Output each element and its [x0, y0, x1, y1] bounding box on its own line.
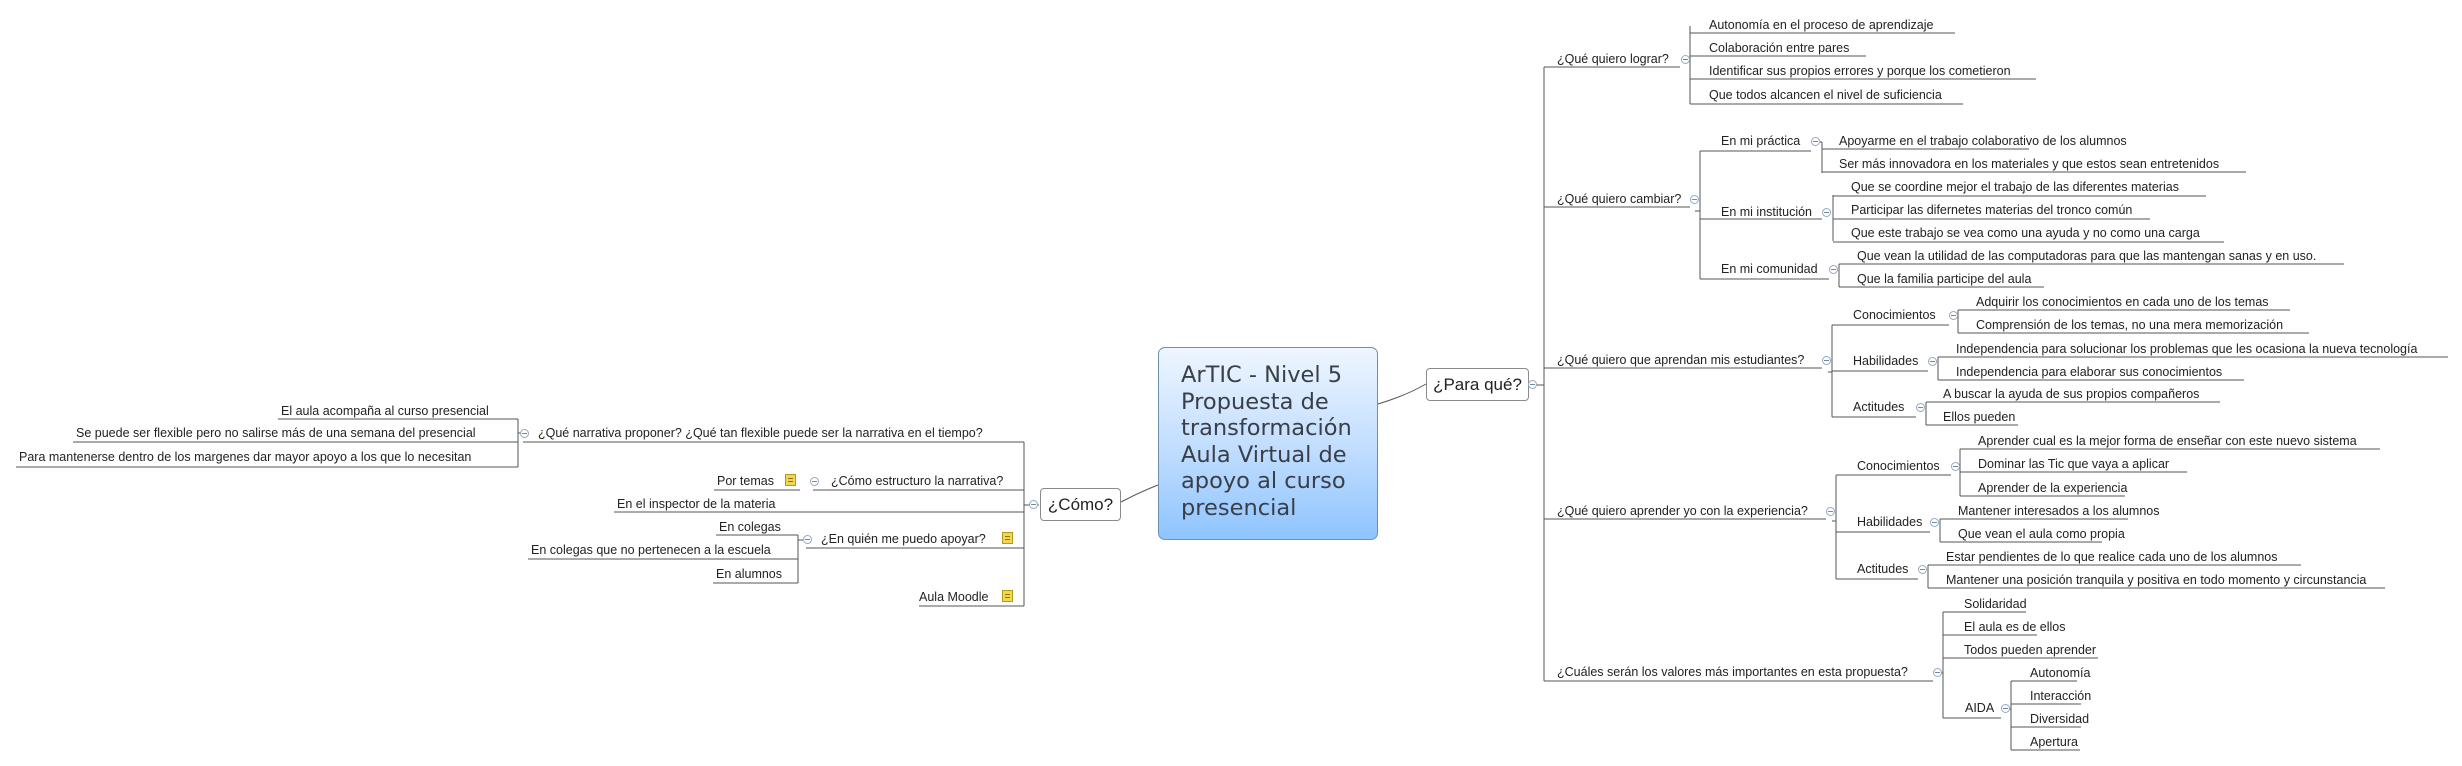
branch-valores[interactable]: ¿Cuáles serán los valores más importante…: [1557, 665, 1908, 679]
leaf-item[interactable]: El aula es de ellos: [1964, 620, 2066, 634]
branch-que-quiero-cambiar[interactable]: ¿Qué quiero cambiar?: [1557, 192, 1682, 206]
leaf-item[interactable]: En alumnos: [716, 567, 783, 581]
collapse-minus-icon[interactable]: [1029, 500, 1038, 509]
central-topic-line: Propuesta de: [1181, 388, 1329, 415]
group-actitudes[interactable]: Actitudes: [1853, 400, 1905, 414]
leaf-item[interactable]: En colegas: [719, 520, 781, 534]
group-en-mi-comunidad[interactable]: En mi comunidad: [1721, 262, 1818, 276]
note-icon[interactable]: [785, 474, 796, 486]
leaf-item[interactable]: Identificar sus propios errores y porque…: [1709, 64, 2011, 78]
collapse-minus-icon[interactable]: [1822, 208, 1831, 217]
collapse-minus-icon[interactable]: [1829, 265, 1838, 274]
main-topic-para-que[interactable]: ¿Para qué?: [1426, 368, 1529, 401]
central-topic[interactable]: ArTIC - Nivel 5 Propuesta de transformac…: [1158, 347, 1378, 540]
leaf-item[interactable]: Para mantenerse dentro de los margenes d…: [19, 450, 472, 464]
central-topic-line: apoyo al curso: [1181, 468, 1346, 494]
collapse-minus-icon[interactable]: [1916, 403, 1925, 412]
leaf-item[interactable]: Ellos pueden: [1943, 410, 2016, 424]
group-habilidades[interactable]: Habilidades: [1857, 515, 1923, 529]
leaf-item[interactable]: Que todos alcancen el nivel de suficienc…: [1709, 88, 1942, 102]
leaf-item[interactable]: En colegas que no pertenecen a la escuel…: [531, 543, 771, 557]
leaf-item[interactable]: Mantener interesados a los alumnos: [1958, 504, 2160, 518]
leaf-item[interactable]: Que la familia participe del aula: [1857, 272, 2032, 286]
branch-que-aprender-yo[interactable]: ¿Qué quiero aprender yo con la experienc…: [1557, 504, 1808, 518]
group-en-mi-practica[interactable]: En mi práctica: [1721, 134, 1801, 148]
leaf-item[interactable]: Estar pendientes de lo que realice cada …: [1946, 550, 2278, 564]
collapse-minus-icon[interactable]: [1951, 462, 1960, 471]
leaf-item[interactable]: Mantener una posición tranquila y positi…: [1946, 573, 2367, 587]
branch-inspector-materia[interactable]: En el inspector de la materia: [617, 497, 776, 511]
group-actitudes[interactable]: Actitudes: [1857, 562, 1909, 576]
leaf-item[interactable]: Independencia para solucionar los proble…: [1956, 342, 2418, 356]
main-topic-label: ¿Cómo?: [1047, 494, 1114, 514]
leaf-item[interactable]: Participar las difernetes materias del t…: [1851, 203, 2133, 217]
leaf-item[interactable]: Aprender de la experiencia: [1978, 481, 2128, 495]
leaf-item[interactable]: Colaboración entre pares: [1709, 41, 1850, 55]
main-topic-label: ¿Para qué?: [1433, 374, 1522, 394]
branch-que-narrativa[interactable]: ¿Qué narrativa proponer? ¿Qué tan flexib…: [538, 426, 983, 440]
collapse-minus-icon[interactable]: [1930, 518, 1939, 527]
group-aida[interactable]: AIDA: [1965, 701, 1995, 715]
group-conocimientos[interactable]: Conocimientos: [1857, 459, 1940, 473]
leaf-item[interactable]: Autonomía: [2030, 666, 2091, 680]
collapse-minus-icon[interactable]: [1811, 137, 1820, 146]
collapse-minus-icon[interactable]: [1528, 380, 1537, 389]
collapse-minus-icon[interactable]: [1918, 565, 1927, 574]
collapse-minus-icon[interactable]: [1681, 55, 1690, 64]
collapse-minus-icon[interactable]: [803, 535, 812, 544]
connector-curve: [1377, 383, 1427, 405]
collapse-minus-icon[interactable]: [1928, 357, 1937, 366]
central-topic-line: Aula Virtual de: [1181, 441, 1347, 468]
leaf-item[interactable]: Apoyarme en el trabajo colaborativo de l…: [1839, 134, 2127, 148]
leaf-item[interactable]: Dominar las Tic que vaya a aplicar: [1978, 457, 2170, 471]
collapse-minus-icon[interactable]: [810, 477, 819, 486]
collapse-minus-icon[interactable]: [1826, 507, 1835, 516]
connector-curve: [1120, 484, 1159, 503]
branch-en-quien-apoyar[interactable]: ¿En quién me puedo apoyar?: [821, 532, 986, 546]
collapse-minus-icon[interactable]: [2001, 704, 2010, 713]
leaf-item[interactable]: El aula acompaña al curso presencial: [281, 404, 489, 418]
leaf-item[interactable]: Que vean el aula como propia: [1958, 527, 2125, 541]
leaf-item[interactable]: Que este trabajo se vea como una ayuda y…: [1851, 226, 2200, 240]
leaf-item[interactable]: Interacción: [2030, 689, 2092, 703]
group-en-mi-institucion[interactable]: En mi institución: [1721, 205, 1813, 219]
collapse-minus-icon[interactable]: [520, 429, 529, 438]
central-topic-line: transformación: [1181, 415, 1352, 441]
leaf-item[interactable]: Se puede ser flexible pero no salirse má…: [76, 426, 476, 440]
note-icon[interactable]: [1002, 590, 1013, 602]
leaf-item[interactable]: Adquirir los conocimientos en cada uno d…: [1976, 295, 2269, 309]
branch-que-quiero-lograr[interactable]: ¿Qué quiero lograr?: [1557, 52, 1669, 66]
group-conocimientos[interactable]: Conocimientos: [1853, 308, 1936, 322]
leaf-item[interactable]: Por temas: [717, 474, 774, 488]
leaf-item[interactable]: Que vean la utilidad de las computadoras…: [1857, 249, 2317, 263]
leaf-item[interactable]: Autonomía en el proceso de aprendizaje: [1709, 18, 1934, 32]
leaf-item[interactable]: Ser más innovadora en los materiales y q…: [1839, 157, 2220, 171]
leaf-item[interactable]: Aprender cual es la mejor forma de enseñ…: [1978, 434, 2357, 448]
leaf-item[interactable]: Que se coordine mejor el trabajo de las …: [1851, 180, 2179, 194]
branch-aula-moodle[interactable]: Aula Moodle: [919, 590, 989, 604]
leaf-item[interactable]: Comprensión de los temas, no una mera me…: [1976, 318, 2284, 332]
group-habilidades[interactable]: Habilidades: [1853, 354, 1919, 368]
leaf-item[interactable]: A buscar la ayuda de sus propios compañe…: [1943, 387, 2200, 401]
central-topic-line: presencial: [1181, 494, 1297, 521]
collapse-minus-icon[interactable]: [1949, 311, 1958, 320]
branch-como-estructuro[interactable]: ¿Cómo estructuro la narrativa?: [831, 474, 1004, 488]
leaf-item[interactable]: Independencia para elaborar sus conocimi…: [1956, 365, 2223, 379]
collapse-minus-icon[interactable]: [1933, 668, 1942, 677]
central-topic-line: ArTIC - Nivel 5: [1181, 362, 1343, 388]
leaf-item[interactable]: Solidaridad: [1964, 597, 2027, 611]
leaf-item[interactable]: Apertura: [2030, 735, 2078, 749]
leaf-item[interactable]: Diversidad: [2030, 712, 2090, 726]
branch-que-aprendan-estudiantes[interactable]: ¿Qué quiero que aprendan mis estudiantes…: [1557, 353, 1805, 367]
leaf-item[interactable]: Todos pueden aprender: [1964, 643, 2097, 657]
note-icon[interactable]: [1002, 532, 1013, 544]
collapse-minus-icon[interactable]: [1822, 356, 1831, 365]
collapse-minus-icon[interactable]: [1690, 195, 1699, 204]
main-topic-como[interactable]: ¿Cómo?: [1040, 488, 1121, 521]
